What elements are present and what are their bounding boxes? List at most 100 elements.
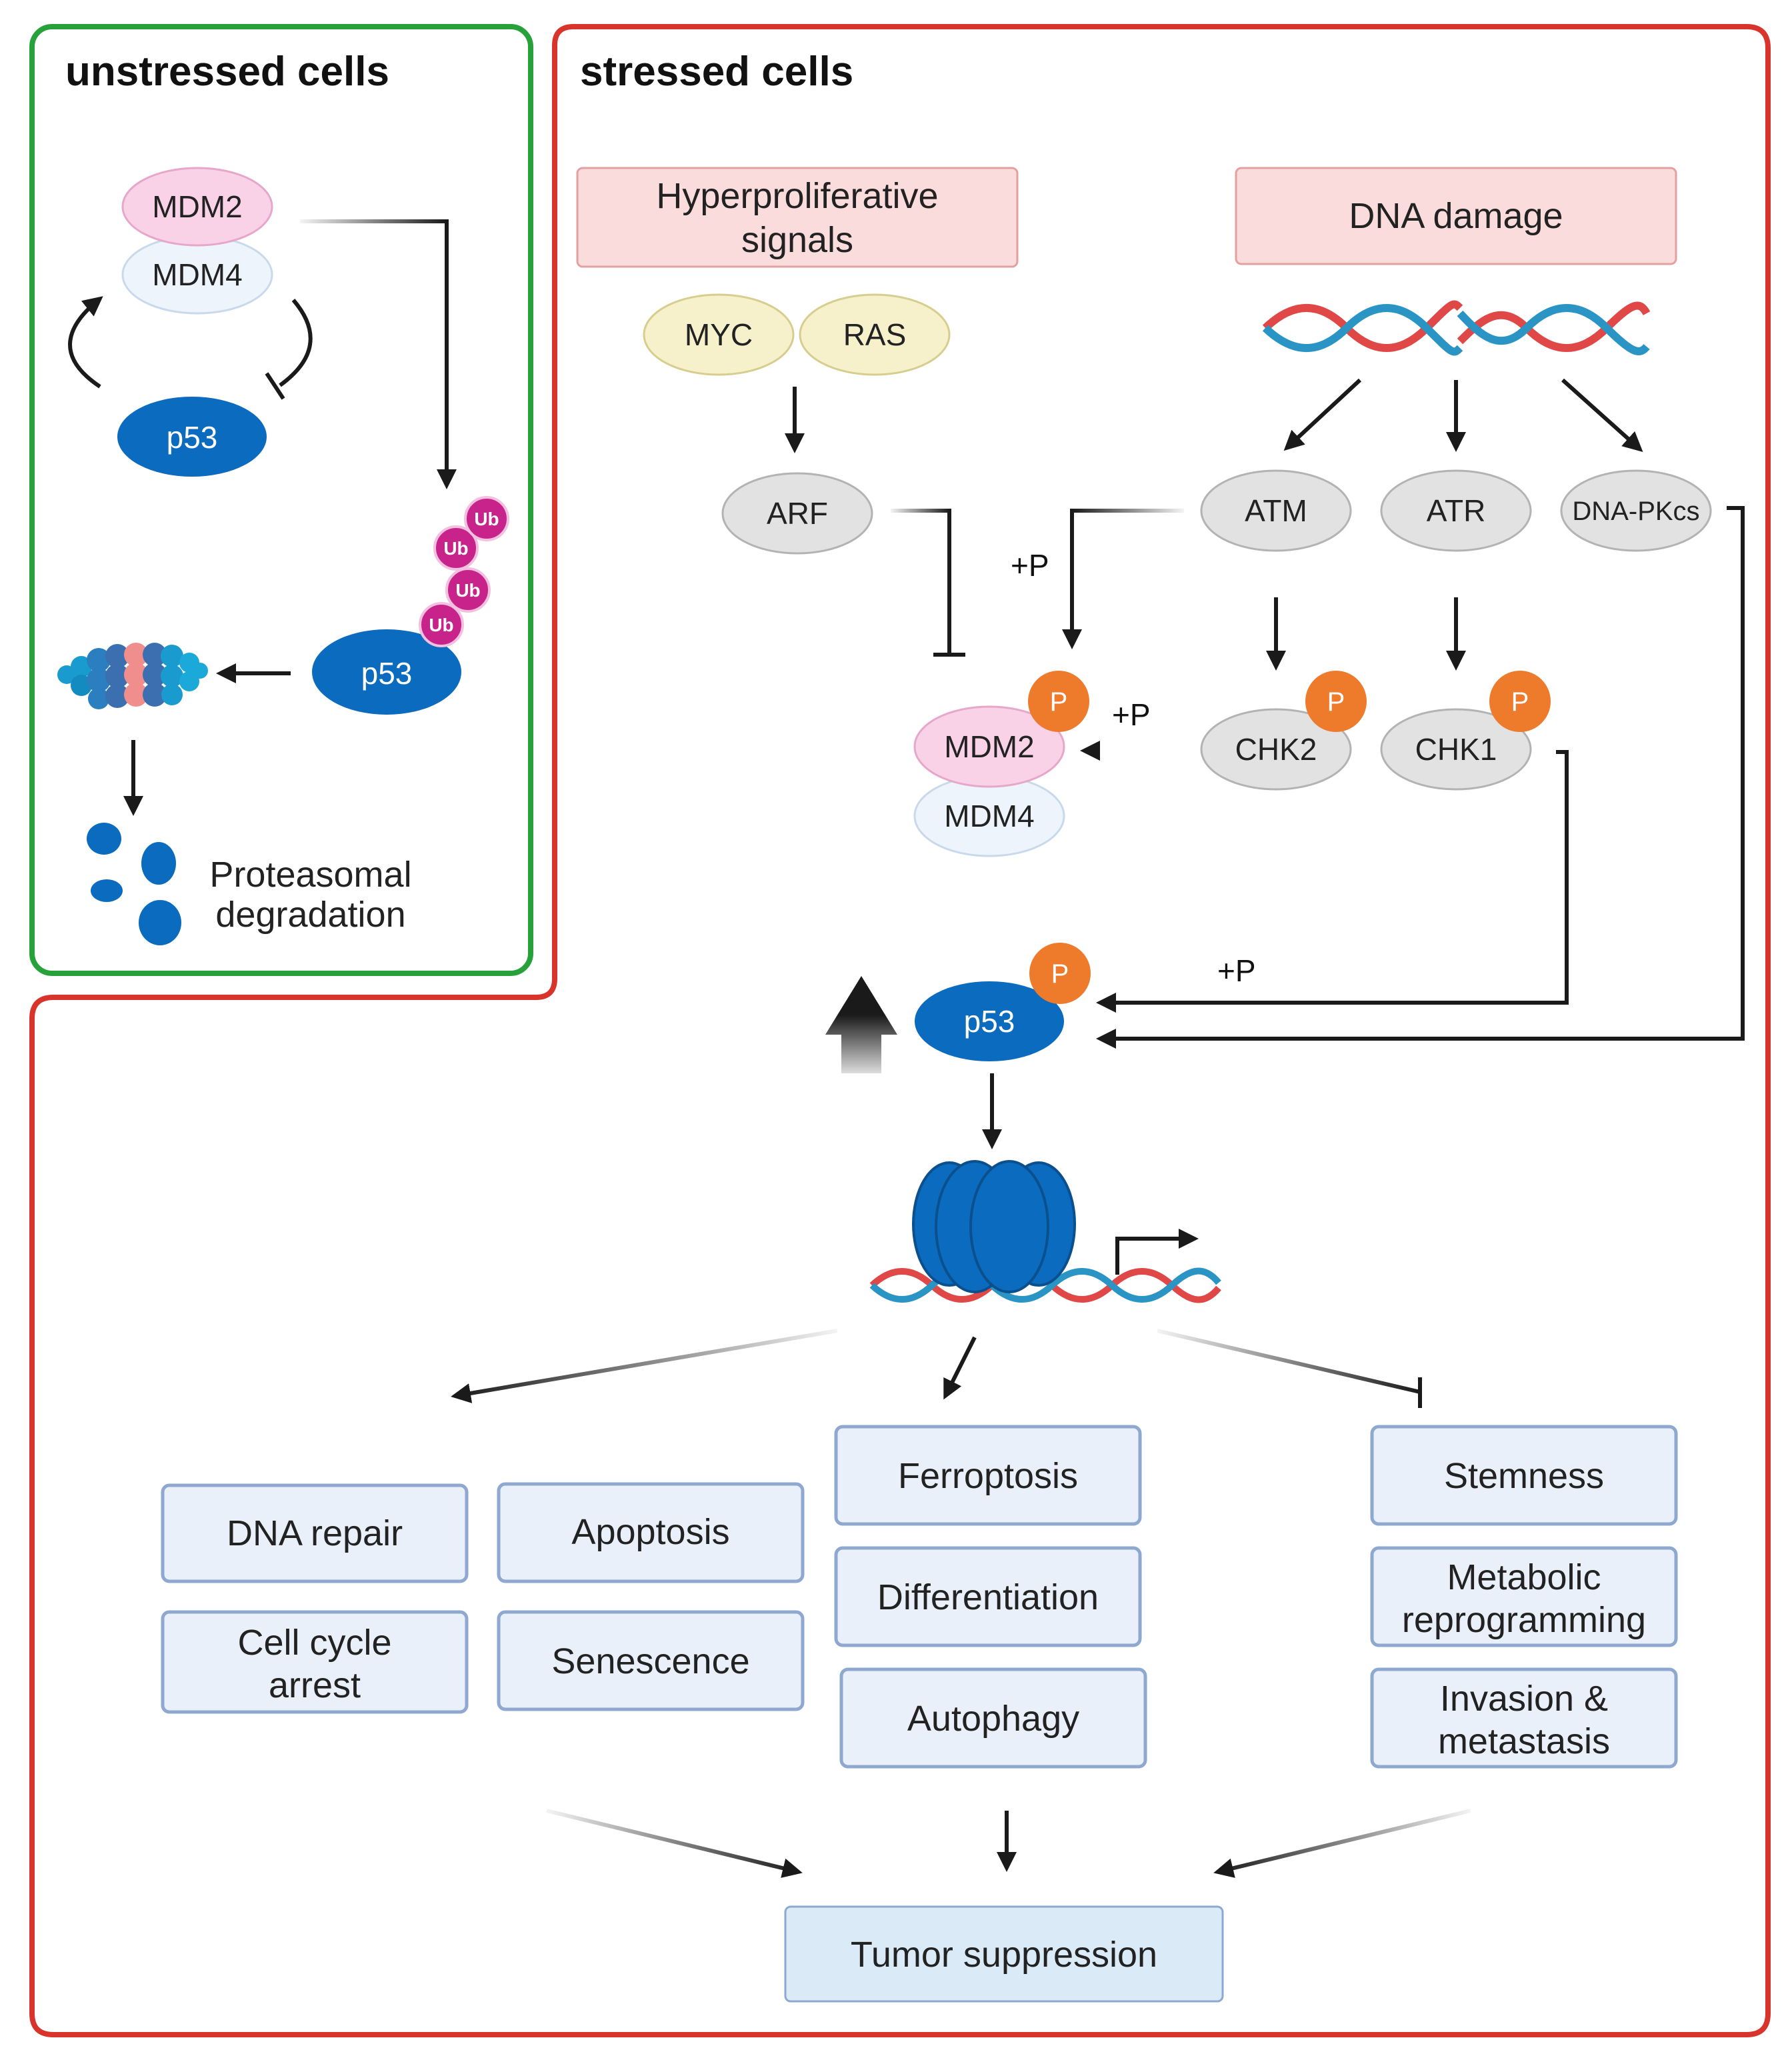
p53-to-center-outcomes-arrow <box>943 1336 977 1400</box>
stressed-mdm2-label: MDM2 <box>944 729 1034 764</box>
invasion-label-line1: Invasion & <box>1440 1679 1608 1719</box>
arf-node <box>721 472 873 555</box>
stemness-label: Stemness <box>1444 1456 1604 1496</box>
p53-inhibits-right-outcomes-line <box>1157 1329 1421 1394</box>
p53-tetramer-icon <box>912 1160 1076 1293</box>
degradation-label-line1: Proteasomal <box>209 855 411 895</box>
mdm2-inhibits-p53-loop <box>279 299 313 387</box>
p53-phospho-badge <box>1029 943 1091 1004</box>
apoptosis-label: Apoptosis <box>571 1512 729 1552</box>
dnapkcs-node <box>1560 469 1712 552</box>
chk1-phosphorylates-p53-arrow <box>1096 750 1569 1013</box>
chk2-node <box>1200 708 1352 791</box>
transcription-start-arrow <box>1115 1229 1199 1275</box>
myc-label: MYC <box>685 317 753 352</box>
senescence-box <box>497 1610 805 1711</box>
damaged-dna-icon <box>1262 300 1651 356</box>
ubiquitinated-p53-node <box>312 629 461 715</box>
ub-4 <box>464 496 509 541</box>
p53-phospho-label: P <box>1051 959 1069 989</box>
dna-to-dnapkcs-arrow <box>1561 378 1643 453</box>
activated-p53-node <box>915 981 1064 1061</box>
unstressed-p53-node <box>117 397 267 477</box>
invasion-label-line2: metastasis <box>1438 1721 1610 1761</box>
chk1-node <box>1380 708 1532 791</box>
chk1-phospho-badge <box>1489 671 1551 732</box>
apoptosis-box <box>497 1482 805 1583</box>
chk1-label: CHK1 <box>1415 732 1497 767</box>
unstressed-panel-border <box>29 24 533 976</box>
dna-damage-label: DNA damage <box>1349 196 1563 236</box>
ub-2 <box>445 567 491 613</box>
proteasome-icon <box>57 643 208 709</box>
ubiquitinated-p53-label: p53 <box>361 656 413 691</box>
p53-to-left-outcomes-arrow <box>451 1329 838 1403</box>
invasion-metastasis-box <box>1370 1667 1678 1769</box>
myc-node <box>643 293 795 376</box>
tumor-suppression-label: Tumor suppression <box>851 1935 1157 1975</box>
stressed-mdm2-node <box>913 705 1065 788</box>
p53-to-mdm2-loop-arrow <box>68 296 103 389</box>
atm-phosphorylates-mdm2-arrow <box>1062 509 1184 649</box>
svg-text:Ub: Ub <box>443 538 468 559</box>
cell-cycle-label-line1: Cell cycle <box>237 1623 391 1663</box>
p53-upregulation-arrow <box>825 976 897 1073</box>
chk1-plus-p-label: +P <box>1217 953 1256 988</box>
arf-inhibits-mdm2-line <box>891 509 951 653</box>
ferroptosis-label: Ferroptosis <box>898 1456 1078 1496</box>
autophagy-label: Autophagy <box>907 1699 1079 1739</box>
svg-text:Ub: Ub <box>474 509 499 529</box>
ras-node <box>799 293 951 376</box>
chk1-phospho-label: P <box>1511 687 1529 717</box>
stemness-box <box>1370 1425 1678 1526</box>
transcription-dna-icon <box>869 1267 1221 1303</box>
chk2-label: CHK2 <box>1235 732 1317 767</box>
ubiquitin-chain: Ub Ub Ub Ub <box>419 496 509 647</box>
degraded-fragments-icon <box>87 823 181 945</box>
unstressed-mdm4-label: MDM4 <box>152 257 242 292</box>
atm-label: ATM <box>1245 493 1307 528</box>
metabolic-reprogramming-box <box>1370 1546 1678 1647</box>
hyperproliferative-label-line1: Hyperproliferative <box>656 176 938 216</box>
mdm2-to-ubiquitination-arrow <box>300 219 457 489</box>
arf-label: ARF <box>767 496 828 531</box>
ub-1 <box>419 602 464 647</box>
ferroptosis-box <box>834 1425 1142 1526</box>
chk2-plus-p-label: +P <box>1112 697 1151 732</box>
mdm2-phospho-label: P <box>1050 687 1068 717</box>
stressed-mdm4-label: MDM4 <box>944 799 1034 833</box>
atm-node <box>1200 469 1352 552</box>
ub-3 <box>433 525 479 571</box>
right-outcomes-to-tumor-suppression-arrow <box>1213 1809 1471 1878</box>
dnapkcs-label: DNA-PKcs <box>1572 497 1699 526</box>
stressed-panel-border <box>29 24 1771 2037</box>
unstressed-title: unstressed cells <box>65 49 389 95</box>
cell-cycle-arrest-box <box>161 1610 469 1714</box>
unstressed-mdm2-node <box>121 167 273 247</box>
mdm2-phospho-badge <box>1028 671 1089 732</box>
hyperproliferative-signals-box <box>576 167 1019 268</box>
dna-repair-label: DNA repair <box>227 1513 403 1553</box>
svg-text:Ub: Ub <box>429 615 453 635</box>
ras-label: RAS <box>843 317 907 352</box>
activated-p53-label: p53 <box>964 1004 1015 1039</box>
mdm2-inhibit-bar <box>265 372 285 400</box>
metabolic-label-line1: Metabolic <box>1447 1557 1601 1597</box>
svg-text:Ub: Ub <box>455 580 480 601</box>
unstressed-p53-label: p53 <box>167 420 218 455</box>
metabolic-label-line2: reprogramming <box>1402 1600 1646 1640</box>
cell-cycle-label-line2: arrest <box>269 1665 361 1705</box>
stressed-title: stressed cells <box>580 49 853 95</box>
degradation-label-line2: degradation <box>215 895 405 935</box>
chk2-phospho-label: P <box>1327 687 1345 717</box>
atr-node <box>1380 469 1532 552</box>
dna-damage-box <box>1235 167 1677 265</box>
atm-plus-p-label: +P <box>1011 548 1049 583</box>
senescence-label: Senescence <box>551 1641 749 1681</box>
atr-label: ATR <box>1427 493 1486 528</box>
differentiation-box <box>834 1546 1142 1647</box>
dna-to-atm-arrow <box>1283 378 1362 451</box>
tumor-suppression-box <box>784 1905 1224 2003</box>
dna-repair-box <box>161 1483 469 1583</box>
